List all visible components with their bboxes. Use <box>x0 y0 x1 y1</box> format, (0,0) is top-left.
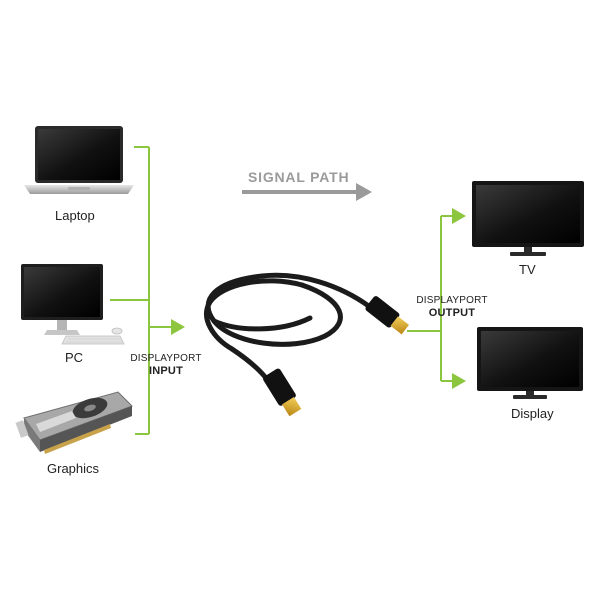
displayport-output-label: DISPLAYPORT OUTPUT <box>414 295 490 320</box>
graphics-label: Graphics <box>47 461 100 476</box>
pc-label: PC <box>65 350 84 365</box>
displayport-cable-icon <box>204 272 409 417</box>
output-label-line1: DISPLAYPORT <box>416 295 488 306</box>
input-connector-lines <box>110 146 185 435</box>
output-label-line2: OUTPUT <box>428 307 476 319</box>
displayport-plug-icon <box>263 368 302 417</box>
graphics-card-icon <box>15 391 133 454</box>
monitor-icon <box>477 327 583 399</box>
tv-label: TV <box>519 262 536 277</box>
displayport-input-label: DISPLAYPORT INPUT <box>130 353 202 378</box>
desktop-pc-icon <box>21 264 125 345</box>
displayport-plug-icon <box>365 296 409 335</box>
laptop-label: Laptop <box>55 208 95 223</box>
tv-icon <box>472 181 584 256</box>
laptop-icon <box>24 126 134 194</box>
output-connector-lines <box>407 208 466 389</box>
input-label-line1: DISPLAYPORT <box>130 353 202 364</box>
signal-path-label: SIGNAL PATH <box>248 169 350 185</box>
input-label-line2: INPUT <box>149 365 183 377</box>
signal-path-arrow <box>242 183 372 201</box>
display-label: Display <box>511 406 554 421</box>
